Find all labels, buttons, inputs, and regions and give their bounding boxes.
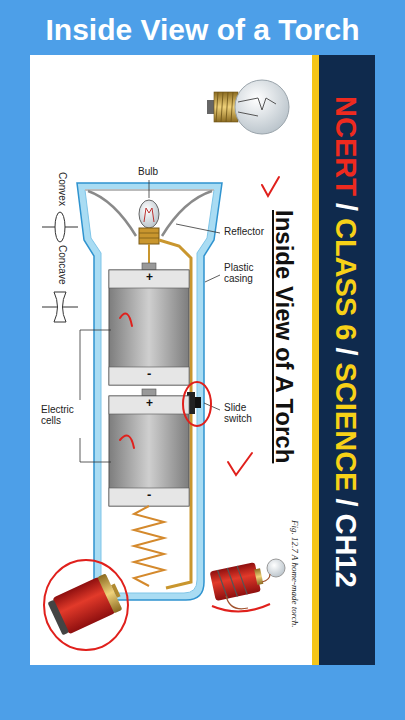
series-label: CH12 [328, 513, 364, 587]
polarity-sign: + [146, 397, 153, 410]
page-title: Inside View of a Torch [0, 12, 405, 48]
part-label: Slide switch [223, 402, 267, 424]
series-label: SCIENCE [328, 363, 364, 492]
lens-label: Concave [56, 245, 68, 284]
part-label: Reflector [223, 226, 265, 237]
part-label: Bulb [137, 166, 159, 177]
separator: / [328, 498, 364, 506]
heading-block: Inside View of A Torch [270, 210, 298, 463]
figure-caption: Fig. 12.7 A home-made torch. [289, 520, 300, 628]
part-label: Electric cells [40, 404, 92, 426]
separator: / [328, 347, 364, 355]
part-label: Plastic casing [223, 262, 267, 284]
polarity-sign: - [147, 488, 151, 502]
caption-block: Fig. 12.7 A home-made torch. [289, 520, 300, 628]
lens-label: Convex [56, 172, 68, 206]
series-label: CLASS 6 [328, 218, 364, 340]
polarity-sign: + [146, 271, 153, 284]
series-label: NCERT [328, 96, 364, 196]
series-band: NCERT / CLASS 6 / SCIENCE / CH12 [328, 96, 364, 588]
rotated-label: Convex [56, 172, 68, 206]
separator: / [328, 203, 364, 211]
section-heading: Inside View of A Torch [270, 210, 298, 463]
rotated-label: Concave [56, 245, 68, 284]
polarity-sign: - [147, 367, 151, 381]
